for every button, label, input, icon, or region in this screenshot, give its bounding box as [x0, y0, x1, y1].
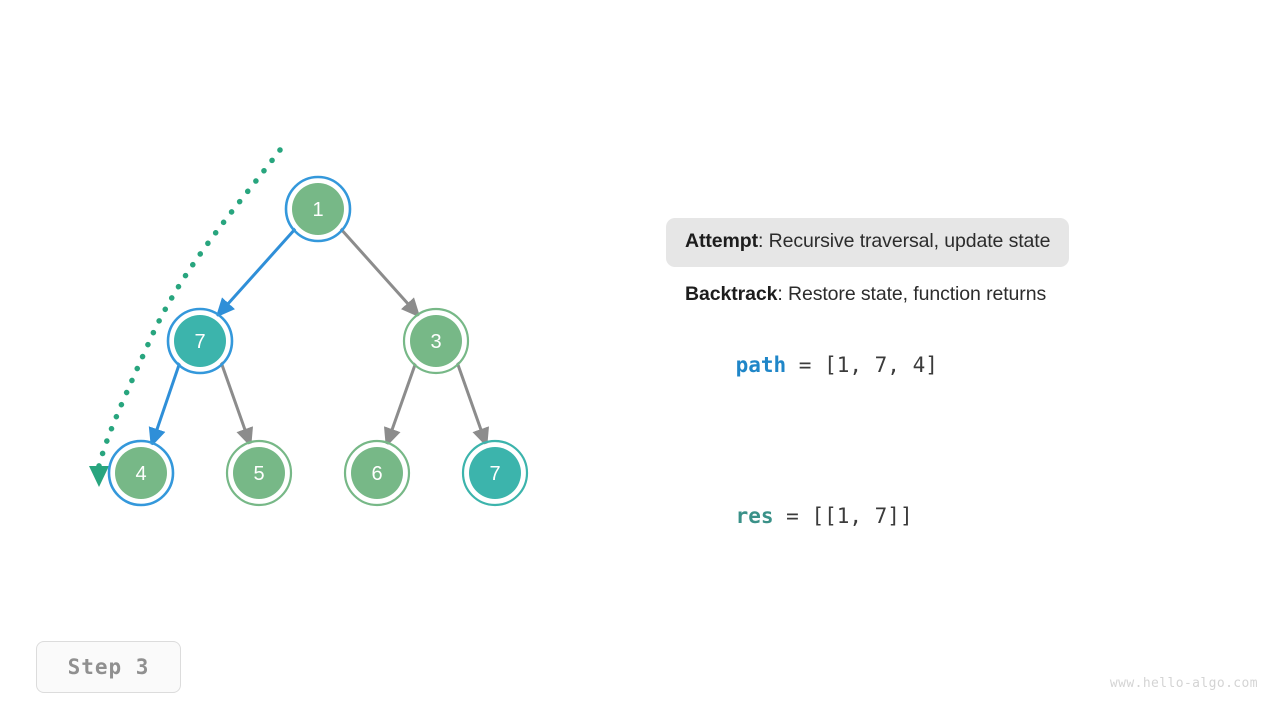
edge-7-to-4	[148, 361, 182, 448]
watermark: www.hello-algo.com	[1109, 676, 1258, 691]
explanation-panel: Attempt: Recursive traversal, update sta…	[666, 218, 1205, 548]
node-value-label: 6	[371, 463, 382, 485]
res-variable-row: res = [[1, 7]]	[685, 485, 1205, 548]
backtrack-path	[89, 147, 283, 487]
tree-node-4[interactable]: 4	[107, 439, 175, 507]
node-fill	[351, 447, 403, 499]
edge-3-to-7	[455, 361, 489, 448]
node-outer-ring	[107, 439, 175, 507]
node-fill	[292, 183, 344, 235]
tree-nodes: 1 7 3 4 5	[107, 175, 529, 507]
node-inner-gap	[346, 442, 408, 504]
node-inner-gap	[464, 442, 526, 504]
backtrack-text: : Restore state, function returns	[777, 282, 1047, 305]
step-badge: Step 3	[36, 641, 181, 693]
node-inner-gap	[110, 442, 172, 504]
node-inner-gap	[405, 310, 467, 372]
node-outer-ring	[461, 439, 529, 507]
attempt-row: Attempt: Recursive traversal, update sta…	[666, 218, 1205, 267]
node-value-label: 5	[253, 463, 264, 485]
edge-1-to-7	[215, 226, 298, 318]
node-inner-gap	[287, 178, 349, 240]
node-value-label: 4	[135, 463, 146, 485]
tree-node-5[interactable]: 5	[225, 439, 293, 507]
node-value-label: 7	[194, 331, 205, 353]
res-variable-name: res	[735, 504, 774, 528]
edge-3-to-6	[384, 361, 418, 448]
node-outer-ring	[402, 307, 470, 375]
tree-node-7-left[interactable]: 7	[166, 307, 234, 375]
tree-node-7-right[interactable]: 7	[461, 439, 529, 507]
backtrack-arrowhead-icon	[89, 466, 109, 487]
node-outer-ring	[225, 439, 293, 507]
path-variable-value: = [1, 7, 4]	[786, 353, 938, 377]
backtrack-lead-label: Backtrack	[685, 282, 778, 305]
node-inner-gap	[228, 442, 290, 504]
node-outer-ring	[284, 175, 352, 243]
edge-1-to-3	[338, 226, 421, 318]
tree-edges	[148, 226, 489, 448]
node-inner-gap	[169, 310, 231, 372]
edge-7-to-5	[219, 361, 253, 448]
node-value-label: 3	[430, 331, 441, 353]
tree-node-6[interactable]: 6	[343, 439, 411, 507]
res-variable-value: = [[1, 7]]	[773, 504, 913, 528]
node-fill	[115, 447, 167, 499]
node-fill	[174, 315, 226, 367]
attempt-text: : Recursive traversal, update state	[757, 230, 1051, 252]
attempt-lead-label: Attempt	[685, 230, 758, 252]
dotted-backtrack-curve	[96, 147, 283, 469]
backtrack-row: Backtrack: Restore state, function retur…	[685, 282, 1205, 305]
node-fill	[469, 447, 521, 499]
node-value-label: 1	[312, 199, 323, 221]
node-outer-ring	[343, 439, 411, 507]
path-variable-row: path = [1, 7, 4]	[685, 334, 1205, 397]
attempt-highlight-box: Attempt: Recursive traversal, update sta…	[666, 218, 1070, 267]
tree-node-3[interactable]: 3	[402, 307, 470, 375]
node-fill	[233, 447, 285, 499]
node-fill	[410, 315, 462, 367]
path-variable-name: path	[735, 353, 787, 377]
node-value-label: 7	[489, 463, 500, 485]
node-outer-ring	[166, 307, 234, 375]
tree-node-1[interactable]: 1	[284, 175, 352, 243]
